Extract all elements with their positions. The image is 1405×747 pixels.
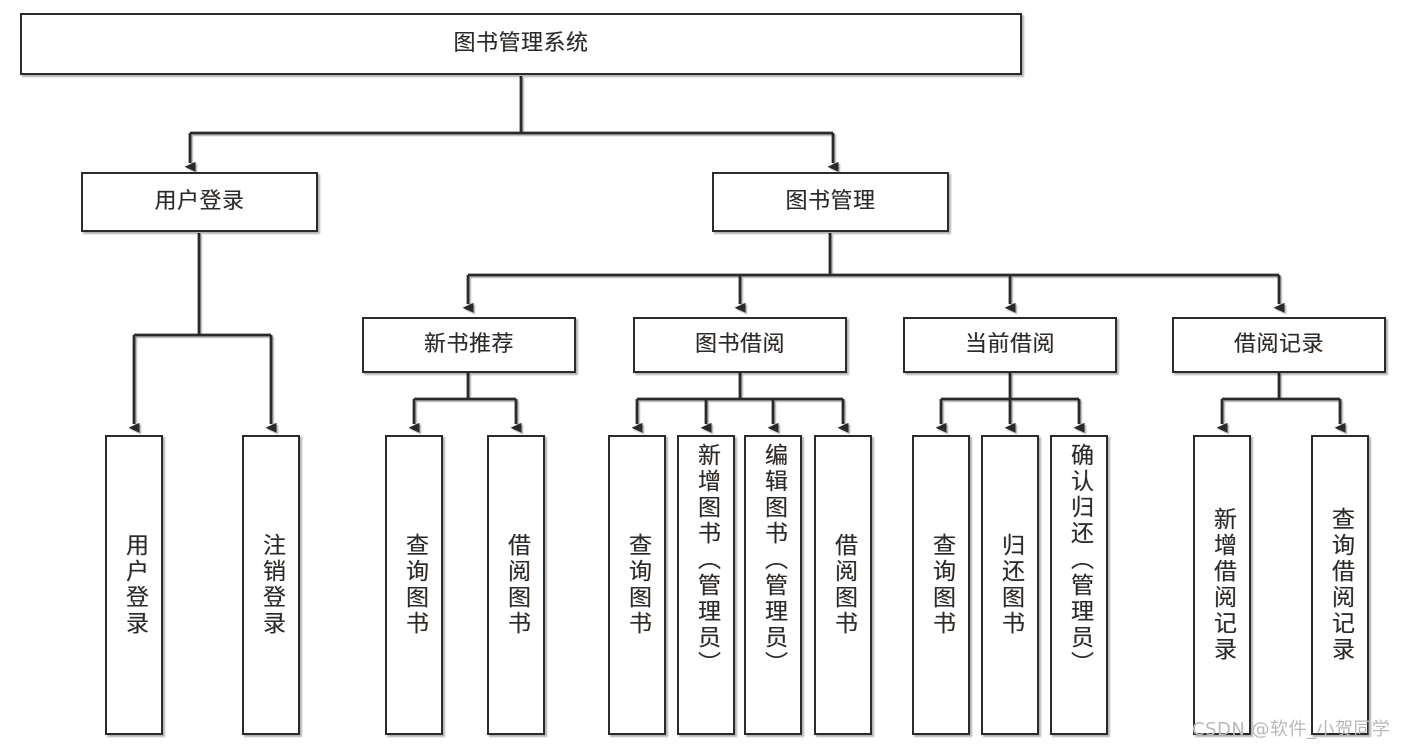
node-label: 查询图书 <box>401 533 428 637</box>
leaf-borrow-book-borrow[interactable]: 借阅图书 <box>814 435 872 735</box>
node-label: 确认归还（管理员） <box>1066 443 1093 677</box>
node-label: 图书管理 <box>785 189 876 215</box>
leaf-user-login[interactable]: 用户登录 <box>105 435 163 735</box>
leaf-query-book-rec[interactable]: 查询图书 <box>385 435 443 735</box>
leaf-confirm-return-admin[interactable]: 确认归还（管理员） <box>1050 435 1108 735</box>
node-label: 新增图书（管理员） <box>693 443 720 677</box>
node-borrow-record[interactable]: 借阅记录 <box>1172 317 1386 373</box>
node-user-login[interactable]: 用户登录 <box>81 172 318 232</box>
node-label: 当前借阅 <box>964 332 1055 358</box>
leaf-return-book[interactable]: 归还图书 <box>981 435 1039 735</box>
node-book-borrow[interactable]: 图书借阅 <box>633 317 847 373</box>
node-label: 新书推荐 <box>423 332 514 358</box>
node-label: 借阅图书 <box>503 533 530 637</box>
leaf-user-logout[interactable]: 注销登录 <box>242 435 300 735</box>
leaf-add-borrow-record[interactable]: 新增借阅记录 <box>1193 435 1251 735</box>
leaf-query-book-borrow[interactable]: 查询图书 <box>608 435 666 735</box>
node-label: 借阅记录 <box>1233 332 1324 358</box>
leaf-edit-book-admin[interactable]: 编辑图书（管理员） <box>744 435 802 735</box>
csdn-watermark: CSDN @软件_小贺同学 <box>1192 719 1391 740</box>
node-book-management-system[interactable]: 图书管理系统 <box>20 13 1022 75</box>
node-label: 查询图书 <box>928 533 955 637</box>
node-label: 注销登录 <box>258 533 285 637</box>
node-label: 用户登录 <box>154 189 245 215</box>
node-label: 查询图书 <box>624 533 651 637</box>
node-label: 图书管理系统 <box>453 31 589 57</box>
node-current-borrow[interactable]: 当前借阅 <box>903 317 1117 373</box>
leaf-borrow-book-rec[interactable]: 借阅图书 <box>487 435 545 735</box>
node-label: 归还图书 <box>997 533 1024 637</box>
node-book-management[interactable]: 图书管理 <box>712 172 949 232</box>
node-label: 编辑图书（管理员） <box>760 443 787 677</box>
leaf-add-book-admin[interactable]: 新增图书（管理员） <box>677 435 735 735</box>
leaf-query-book-current[interactable]: 查询图书 <box>912 435 970 735</box>
node-label: 新增借阅记录 <box>1209 507 1236 663</box>
leaf-query-borrow-record[interactable]: 查询借阅记录 <box>1311 435 1369 735</box>
node-new-book-recommendation[interactable]: 新书推荐 <box>362 317 576 373</box>
node-label: 图书借阅 <box>694 332 785 358</box>
node-label: 用户登录 <box>121 533 148 637</box>
node-label: 查询借阅记录 <box>1327 507 1354 663</box>
node-label: 借阅图书 <box>830 533 857 637</box>
